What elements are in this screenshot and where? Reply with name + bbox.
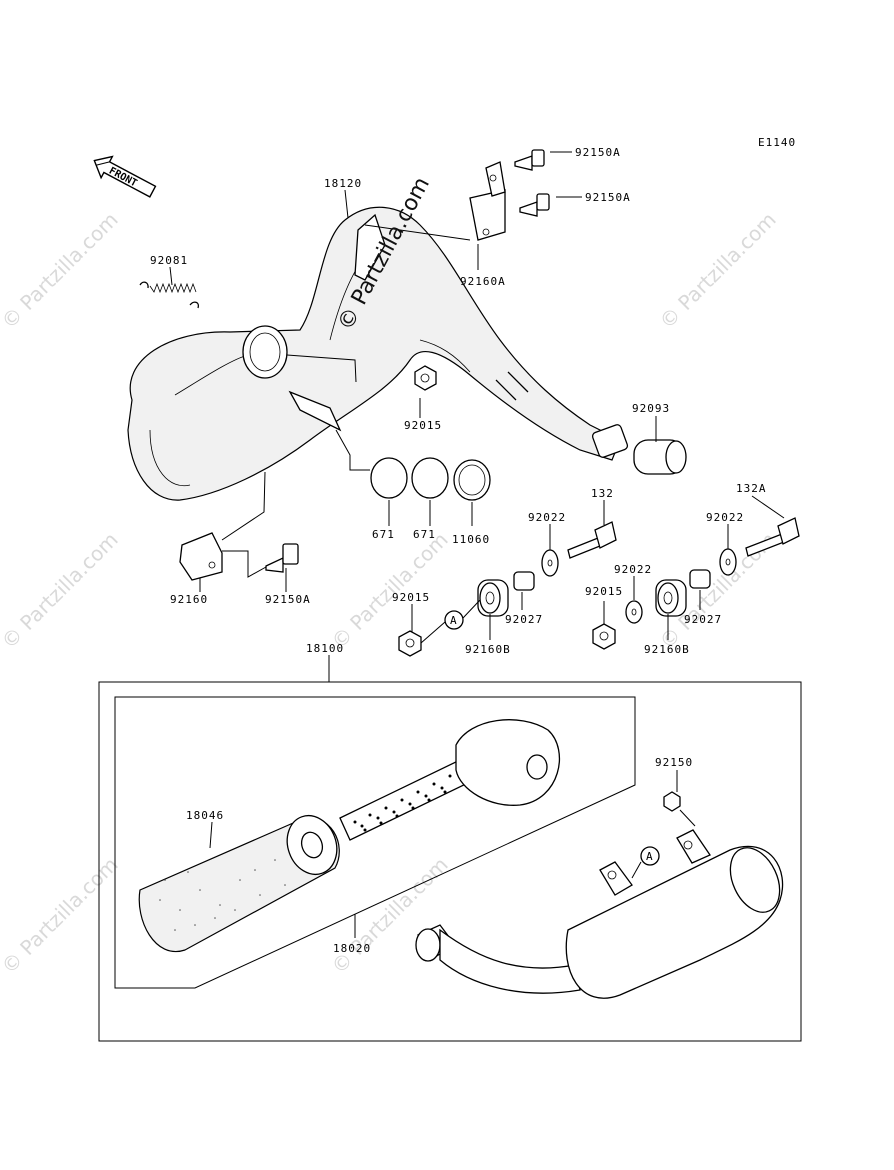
nut-icon [414, 365, 437, 391]
part-label-92160A: 92160A [460, 275, 506, 288]
perforated-core [339, 719, 561, 841]
part-label-92022: 92022 [528, 511, 566, 524]
part-label-18046: 18046 [186, 809, 224, 822]
o-ring-icon [370, 457, 408, 499]
washer-icon [541, 549, 559, 577]
part-label-92150A: 92150A [265, 593, 311, 606]
o-ring-icon [411, 457, 449, 499]
bolt-icon [745, 517, 800, 557]
part-label-671: 671 [372, 528, 395, 541]
mount-plate-92160 [179, 532, 223, 581]
bolt-icon [567, 521, 617, 559]
muffler-assembly-box [98, 681, 802, 1042]
watermark: © Partzilla.com [655, 207, 781, 333]
bolt-icon [519, 193, 550, 217]
collar-icon [689, 569, 711, 589]
part-label-92150A: 92150A [585, 191, 631, 204]
part-label-92027: 92027 [684, 613, 722, 626]
internal-parts-box [114, 696, 636, 989]
part-label-92093: 92093 [632, 402, 670, 415]
bolt-icon [514, 149, 545, 171]
muffler [415, 791, 784, 999]
silencer-packing [138, 814, 340, 953]
leader-lines [169, 151, 785, 644]
washer-icon [625, 600, 643, 624]
reference-a-marker: A [640, 846, 660, 866]
watermark: © Partzilla.com [0, 527, 123, 653]
bolt-icon [265, 543, 299, 573]
grommet-icon [477, 579, 509, 617]
grommet-92093 [633, 439, 687, 475]
collar-icon [513, 571, 535, 591]
gasket-icon [453, 459, 491, 501]
part-label-92160: 92160 [170, 593, 208, 606]
leader-lines [209, 770, 696, 938]
part-label-92150: 92150 [655, 756, 693, 769]
ref-a-label: A [450, 614, 458, 627]
watermark: © Partzilla.com [0, 852, 123, 978]
part-label-671: 671 [413, 528, 436, 541]
grommet-icon [655, 579, 687, 617]
diagram-code: E1140 [758, 136, 796, 149]
part-label-92015: 92015 [392, 591, 430, 604]
part-label-92160B: 92160B [465, 643, 511, 656]
part-label-92022: 92022 [614, 563, 652, 576]
watermark: © Partzilla.com [327, 527, 453, 653]
nut-icon [592, 623, 616, 650]
part-label-92081: 92081 [150, 254, 188, 267]
spring-icon [139, 281, 200, 309]
part-label-92027: 92027 [505, 613, 543, 626]
part-label-132A: 132A [736, 482, 767, 495]
part-label-92150A: 92150A [575, 146, 621, 159]
part-label-18120: 18120 [324, 177, 362, 190]
watermark: © Partzilla.com [0, 207, 123, 333]
ref-a-label: A [646, 850, 654, 863]
expansion-chamber [127, 206, 629, 501]
part-labels: 92150A 92150A 18120 92081 92160A 92015 9… [150, 146, 767, 955]
part-label-92160B: 92160B [644, 643, 690, 656]
bracket-92160A [469, 161, 506, 241]
part-label-18020: 18020 [333, 942, 371, 955]
washer-icon [719, 548, 737, 576]
part-label-18100: 18100 [306, 642, 344, 655]
nut-icon [398, 630, 422, 657]
part-label-92015: 92015 [585, 585, 623, 598]
front-arrow-icon: FRONT [93, 155, 157, 198]
reference-a-marker: A [444, 610, 464, 630]
part-label-11060: 11060 [452, 533, 490, 546]
part-label-92022: 92022 [706, 511, 744, 524]
part-label-132: 132 [591, 487, 614, 500]
part-label-92015: 92015 [404, 419, 442, 432]
